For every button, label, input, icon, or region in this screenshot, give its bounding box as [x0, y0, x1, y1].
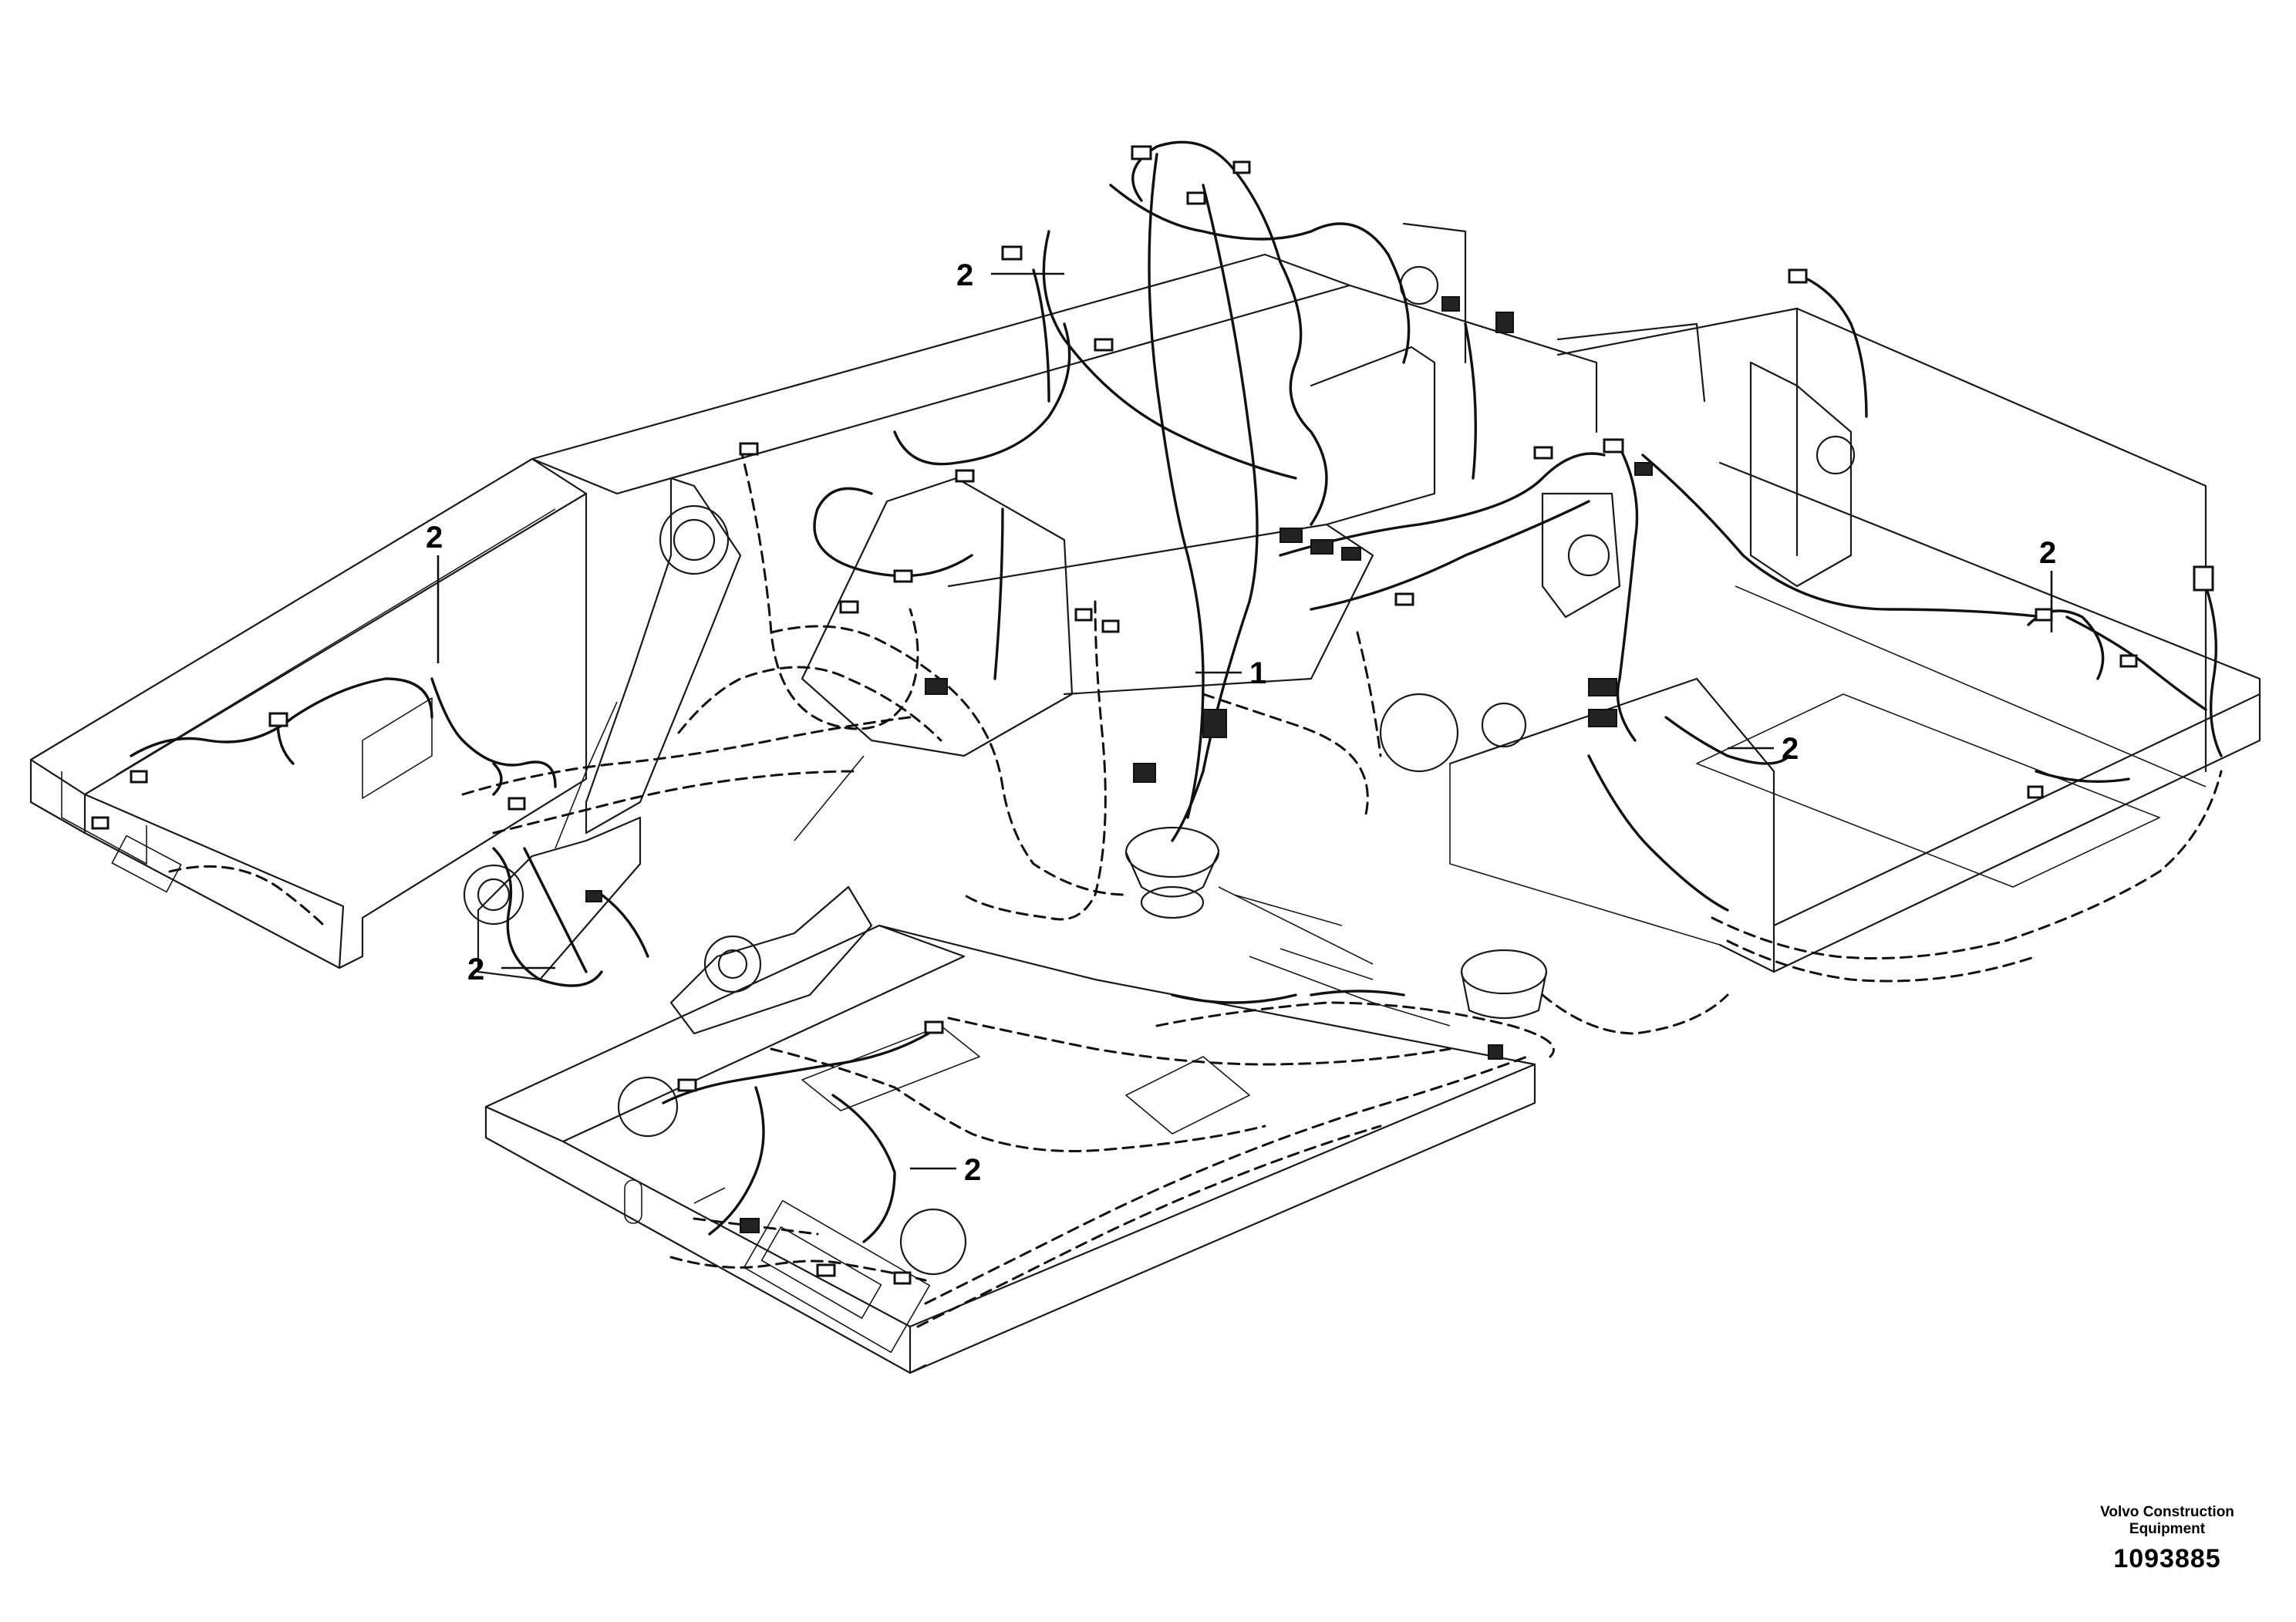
company-name-line2: Equipment — [2129, 1521, 2206, 1537]
connectors — [91, 145, 2214, 1285]
boom-bracket — [463, 477, 873, 1035]
center-frame — [531, 253, 2261, 973]
callout-2-top: 2 — [956, 258, 973, 292]
company-name-line1: Volvo Construction — [2100, 1504, 2234, 1520]
callout-1-center: 1 — [1249, 656, 1266, 690]
callout-2-front: 2 — [964, 1153, 981, 1187]
upper-structure — [801, 222, 1856, 773]
left-frame-rail — [29, 457, 588, 969]
swivel-joint — [1124, 826, 1548, 1027]
callout-2-left-bottom: 2 — [467, 953, 484, 986]
harness-hidden — [168, 446, 2223, 1328]
callout-2-left: 2 — [426, 521, 443, 555]
front-frame-rail — [484, 924, 1536, 1374]
callout-2-right-top: 2 — [2039, 536, 2056, 570]
harness-solid — [130, 140, 2223, 1243]
callouts: 2 2 1 2 2 2 2 — [426, 258, 2056, 1187]
company-footer: Volvo Construction Equipment 1093885 — [2052, 1504, 2283, 1574]
callout-2-right-mid: 2 — [1782, 732, 1799, 766]
drawing-number: 1093885 — [2113, 1544, 2221, 1573]
